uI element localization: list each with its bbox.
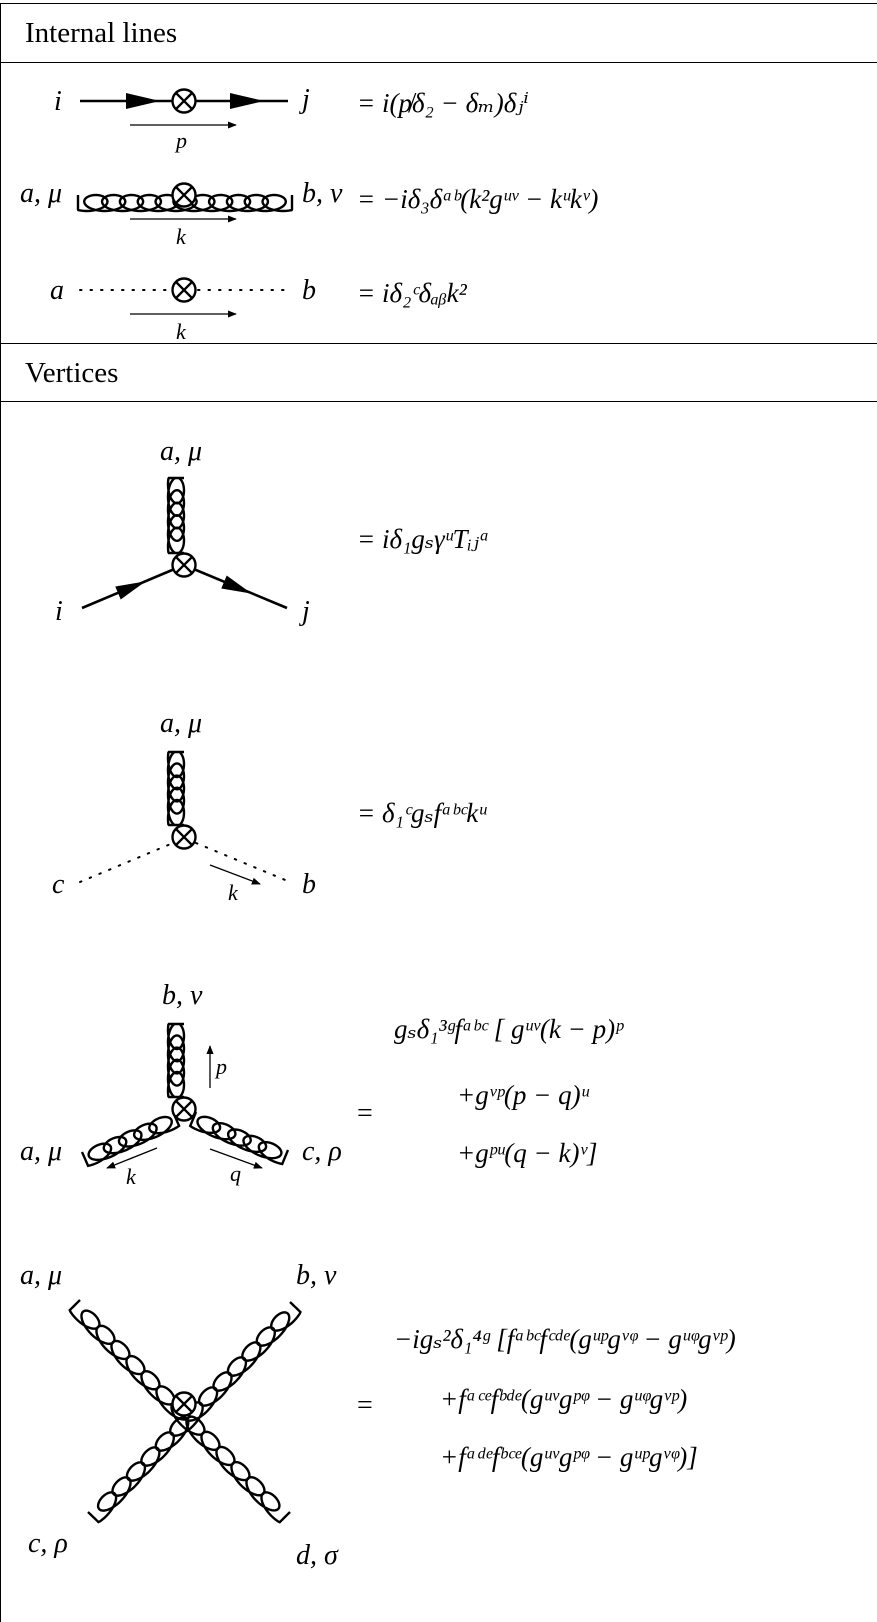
section-title-internal: Internal lines bbox=[25, 17, 178, 49]
counterterm-cross-icon bbox=[171, 1096, 197, 1122]
gggg-rule-line-2: +fᵃᶜᵉfᵇᵈᵉ(gᵘᵛgᵖᵠ − gᵘᵠgᵛᵖ) bbox=[440, 1384, 688, 1414]
ghost-line bbox=[79, 842, 174, 883]
section-title-vertices: Vertices bbox=[25, 357, 119, 389]
fermion-arrow bbox=[115, 581, 146, 600]
counterterm-cross-icon bbox=[171, 552, 197, 578]
fermion-propagator bbox=[80, 88, 288, 129]
gluon-right-label: b, ν bbox=[302, 178, 343, 209]
gluon-propagator-rule: = −iδ₃δᵃᵇ(k²gᵘᵛ − kᵘkᵛ) bbox=[357, 184, 599, 214]
table-left-rule bbox=[0, 3, 1, 1622]
vertices-top-rule bbox=[0, 343, 877, 344]
gluon-momentum-label: k bbox=[176, 224, 186, 249]
gggg-vertex-label-d: d, σ bbox=[296, 1540, 338, 1571]
gluon-propagator bbox=[76, 182, 294, 223]
ggg-equals-sign: = bbox=[357, 1098, 373, 1129]
ghost-vertex-momentum-label: k bbox=[228, 880, 238, 905]
gluon-line bbox=[188, 1111, 290, 1166]
ghost-momentum-label: k bbox=[176, 319, 186, 344]
fermion-momentum-label: p bbox=[176, 128, 187, 153]
gggg-vertex-label-b: b, ν bbox=[296, 1260, 337, 1291]
ggg-vertex-right-label: c, ρ bbox=[302, 1136, 342, 1167]
ghost-line bbox=[195, 842, 291, 883]
momentum-arrow bbox=[209, 864, 261, 885]
ggg-rule-line-1: gₛδ₁³ᵍfᵃᵇᶜ [ gᵘᵛ(k − p)ᵖ bbox=[394, 1014, 623, 1044]
qg-vertex-top-label: a, μ bbox=[160, 436, 203, 467]
fermion-arrow bbox=[230, 93, 264, 109]
ggg-vertex-left-label: a, μ bbox=[20, 1136, 63, 1167]
ggg-rule-line-2: +gᵛᵖ(p − q)ᵘ bbox=[457, 1080, 589, 1110]
fermion-arrow bbox=[221, 575, 252, 594]
quark-gluon-vertex bbox=[81, 476, 288, 610]
vertices-header-rule bbox=[0, 401, 877, 402]
table-top-rule bbox=[0, 3, 877, 4]
qg-vertex-left-label: i bbox=[55, 596, 63, 627]
gluon-line bbox=[166, 476, 186, 555]
fermion-propagator-rule: = i(p̸δ₂ − δₘ)δⱼⁱ bbox=[357, 88, 529, 118]
ghost-vertex-right-label: b bbox=[302, 869, 316, 900]
ggg-rule-line-3: +gᵖᵘ(q − k)ᵛ] bbox=[457, 1138, 598, 1168]
gggg-rule-line-1: −igₛ²δ₁⁴ᵍ [fᵃᵇᶜfᶜᵈᵉ(gᵘᵖgᵛᵠ − gᵘᵠgᵛᵖ) bbox=[394, 1324, 736, 1354]
momentum-arrow bbox=[106, 1147, 158, 1169]
ghost-propagator bbox=[79, 277, 289, 318]
gggg-vertex-label-a: a, μ bbox=[20, 1260, 63, 1291]
momentum-arrow bbox=[209, 1148, 263, 1169]
counterterm-cross-icon bbox=[171, 182, 197, 208]
ggg-vertex-top-label: b, ν bbox=[162, 980, 203, 1011]
fermion-left-label: i bbox=[54, 86, 62, 117]
ghost-left-label: a bbox=[50, 275, 64, 306]
fermion-arrow bbox=[126, 93, 160, 109]
ggg-momentum-q-label: q bbox=[230, 1161, 241, 1186]
ghost-vertex-left-label: c bbox=[52, 869, 65, 900]
qg-vertex-rule: = iδ₁gₛγᵘTᵢⱼᵃ bbox=[357, 524, 490, 554]
ghost-propagator-rule: = iδ₂ᶜδₐᵦk² bbox=[357, 278, 467, 308]
ggg-momentum-p-label: p bbox=[216, 1054, 227, 1079]
qg-vertex-right-label: j bbox=[302, 596, 310, 627]
gluon-line bbox=[80, 1111, 181, 1168]
internal-header-rule bbox=[0, 62, 877, 63]
gluon-line bbox=[87, 1301, 302, 1524]
ghost-right-label: b bbox=[302, 275, 316, 306]
ggg-momentum-k-label: k bbox=[126, 1164, 136, 1189]
gluon-left-label: a, μ bbox=[20, 178, 63, 209]
gggg-rule-line-3: +fᵃᵈᵉfᵇᶜᵉ(gᵘᵛgᵖᵠ − gᵘᵖgᵛᵠ)] bbox=[440, 1442, 698, 1472]
fermion-right-label: j bbox=[302, 84, 310, 115]
counterterm-cross-icon bbox=[171, 277, 197, 303]
three-gluon-vertex bbox=[80, 1022, 290, 1169]
gluon-line bbox=[166, 1022, 186, 1099]
counterterm-cross-icon bbox=[171, 88, 197, 114]
gggg-equals-sign: = bbox=[357, 1390, 373, 1421]
ghost-vertex-top-label: a, μ bbox=[160, 708, 203, 739]
counterterm-cross-icon bbox=[171, 824, 197, 850]
gluon-line bbox=[166, 750, 186, 827]
ghost-gluon-vertex bbox=[79, 750, 291, 885]
ghost-vertex-rule: = δ₁ᶜgₛfᵃᵇᶜkᵘ bbox=[357, 798, 487, 828]
gggg-vertex-label-c: c, ρ bbox=[28, 1528, 68, 1559]
counterterm-cross-icon bbox=[171, 1391, 197, 1417]
four-gluon-vertex bbox=[68, 1299, 302, 1524]
